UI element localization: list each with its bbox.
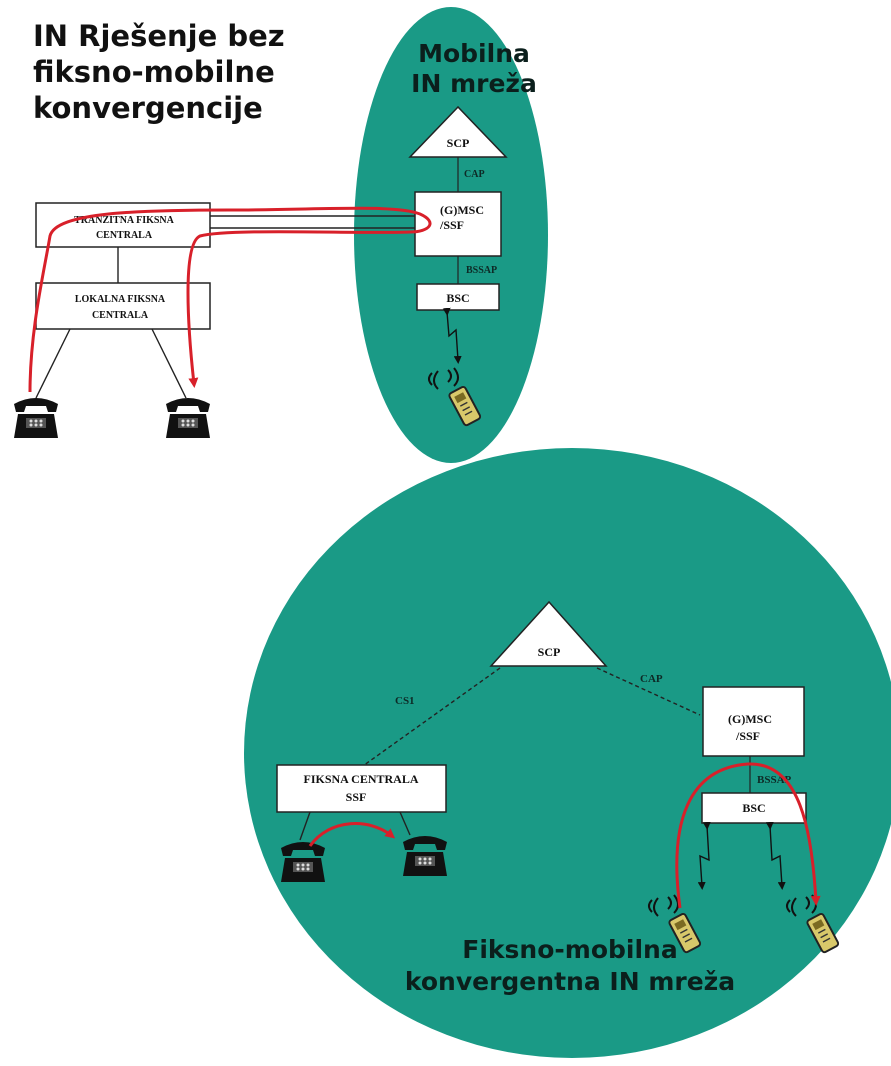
convergent-in-network-ellipse	[244, 448, 891, 1058]
bottom-network-label-line-1: Fiksno-mobilna	[462, 935, 677, 964]
bottom-access-line-left	[299, 811, 311, 841]
bottom-fixed-call-path	[308, 822, 396, 847]
fiksna-label-line-1: FIKSNA CENTRALA	[303, 772, 418, 786]
bottom-bsc-label: BSC	[742, 801, 765, 815]
bottom-radio-link-left	[697, 821, 711, 890]
bottom-scp-node	[489, 600, 608, 667]
title-line-3: konvergencije	[33, 91, 263, 125]
bottom-network-label-line-2: konvergentna IN mreža	[405, 967, 735, 996]
cs1-label: CS1	[395, 695, 415, 707]
top-desk-phone-right-icon	[166, 398, 210, 438]
top-msc-label-line-1: (G)MSC	[440, 203, 484, 217]
bottom-desk-phone-left-icon	[281, 842, 325, 882]
access-line-right	[151, 328, 187, 399]
bottom-mobile-call-path	[675, 762, 821, 909]
top-msc-label-line-2: /SSF	[439, 218, 464, 232]
bottom-msc-label-line-2: /SSF	[735, 729, 760, 743]
bottom-cap-link	[596, 667, 701, 716]
bottom-bsc-box	[701, 792, 807, 824]
tranzitna-label-line-1: TRANZITNA FIKSNA	[74, 215, 175, 226]
cs1-link	[359, 667, 501, 769]
access-line-left	[35, 328, 71, 399]
top-network-label-line-1: Mobilna	[418, 39, 530, 68]
lokalna-centrala-box	[35, 282, 211, 330]
bottom-scp-label: SCP	[538, 645, 561, 659]
bottom-msc-label-line-1: (G)MSC	[728, 712, 772, 726]
title-line-1: IN Rješenje bez	[33, 19, 285, 53]
bottom-radio-link-right	[765, 821, 786, 890]
top-cap-label: CAP	[464, 169, 485, 180]
diagram-title: IN Rješenje bez fiksno-mobilne konvergen…	[33, 18, 285, 126]
top-bsc-label: BSC	[446, 291, 469, 305]
fiksna-label-line-2: SSF	[346, 790, 367, 804]
bottom-msc-box	[702, 686, 805, 757]
top-network-label-line-2: IN mreža	[411, 69, 537, 98]
top-scp-label: SCP	[447, 136, 470, 150]
title-line-2: fiksno-mobilne	[33, 55, 275, 89]
lokalna-label-line-2: CENTRALA	[92, 310, 149, 321]
bottom-cap-label: CAP	[640, 673, 663, 685]
top-radio-link	[442, 307, 462, 364]
bottom-access-line-right	[399, 811, 411, 836]
top-bssap-label: BSSAP	[466, 265, 497, 276]
lokalna-label-line-1: LOKALNA FIKSNA	[75, 294, 166, 305]
top-desk-phone-left-icon	[14, 398, 58, 438]
tranzitna-label-line-2: CENTRALA	[96, 230, 153, 241]
fiksna-centrala-box	[276, 764, 447, 813]
bottom-desk-phone-right-icon	[403, 836, 447, 876]
top-call-path	[28, 206, 432, 393]
top-msc-box	[414, 191, 502, 257]
